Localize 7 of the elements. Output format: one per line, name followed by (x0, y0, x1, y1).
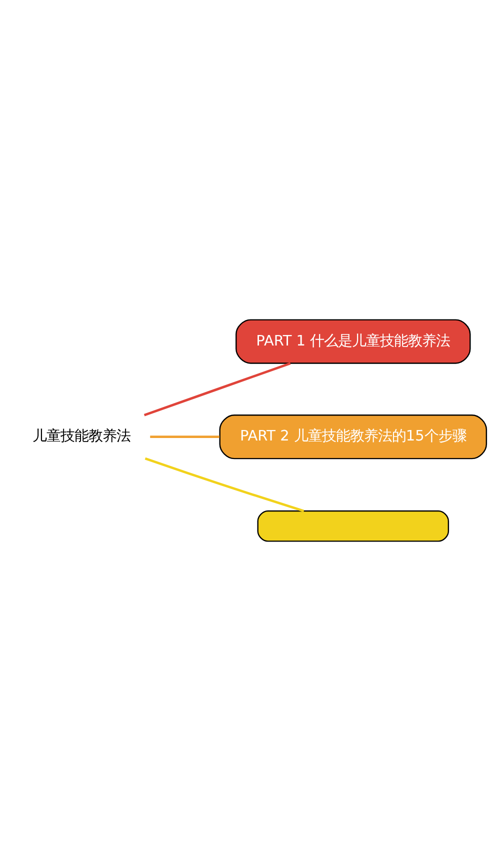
connector (144, 456, 304, 512)
node-box: PART 2 儿童技能教养法的15个步骤 (219, 414, 488, 459)
connector (150, 435, 220, 438)
connector (144, 362, 291, 416)
node-box: PART 1 什么是儿童技能教养法 (236, 318, 471, 364)
node-box (257, 510, 450, 542)
node-text: 儿童技能教养法 (32, 428, 131, 444)
